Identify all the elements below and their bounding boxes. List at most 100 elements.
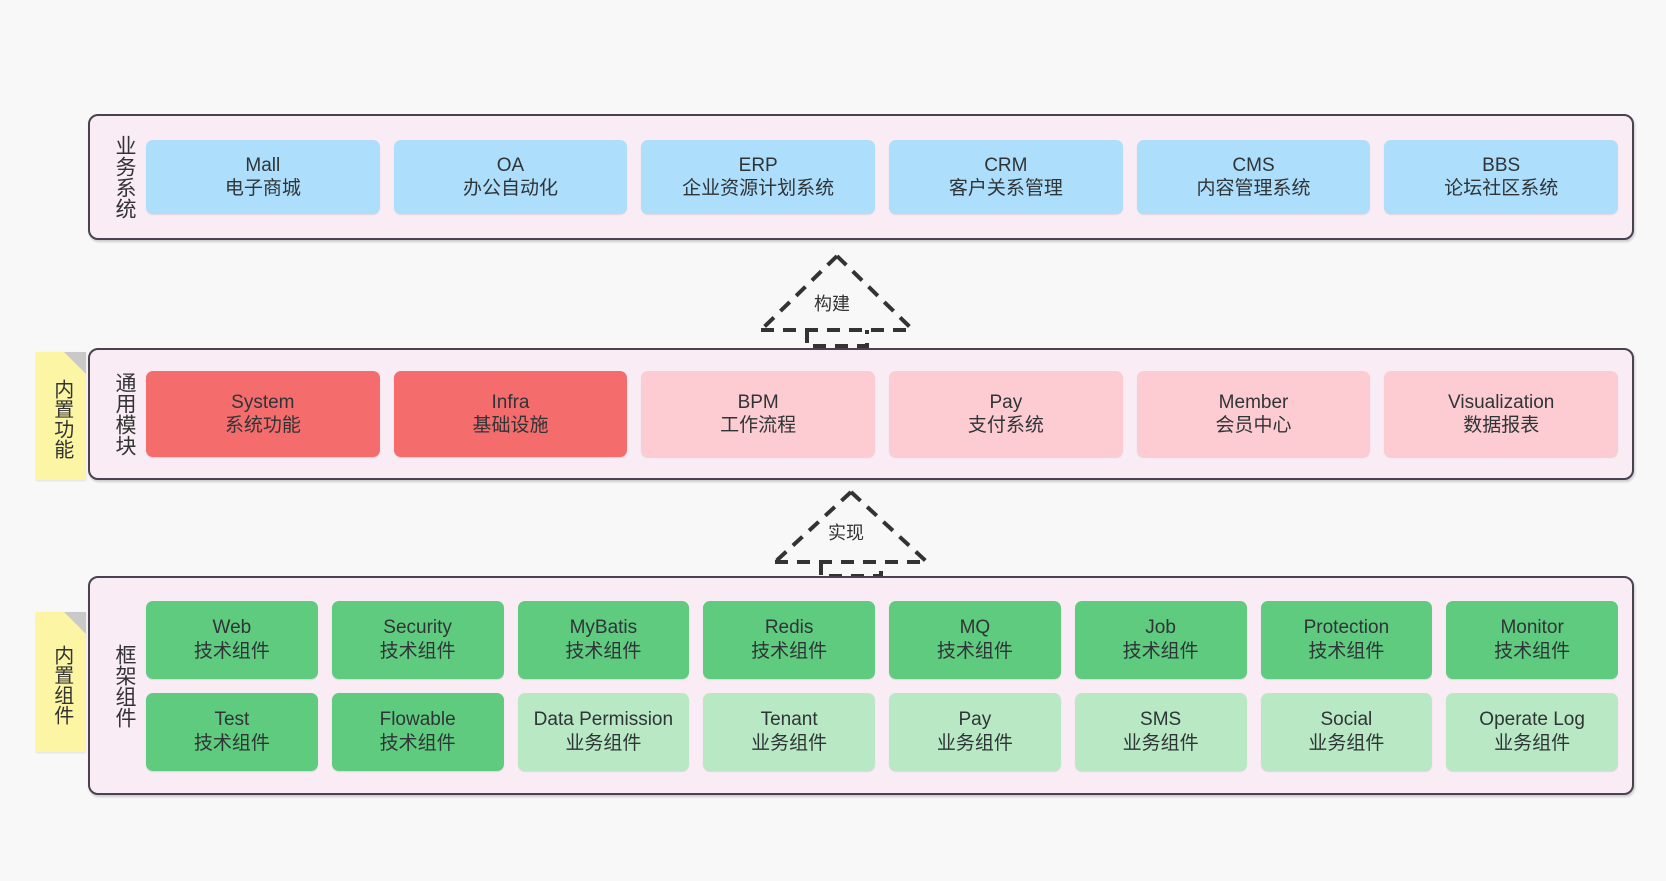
node-pay-component[interactable]: Pay 业务组件 xyxy=(889,692,1061,771)
layer-title-business-systems: 业务系统 xyxy=(113,135,136,219)
node-data-permission[interactable]: Data Permission 业务组件 xyxy=(517,692,690,771)
node-title: SMS xyxy=(1140,709,1182,731)
node-visualization[interactable]: Visualization 数据报表 xyxy=(1384,371,1619,457)
node-subtitle: 系统功能 xyxy=(224,415,301,436)
node-subtitle: 技术组件 xyxy=(1494,640,1571,662)
node-crm[interactable]: CRM 客户关系管理 xyxy=(889,140,1123,214)
node-title: BPM xyxy=(737,391,779,413)
node-row: System 系统功能 Infra 基础设施 BPM 工作流程 Pay 支付系统… xyxy=(146,371,1619,457)
node-row: Test 技术组件 Flowable 技术组件 Data Permission … xyxy=(146,692,1618,771)
node-subtitle: 支付系统 xyxy=(967,415,1044,436)
page-fold-icon xyxy=(64,612,86,634)
node-subtitle: 技术组件 xyxy=(193,732,270,754)
node-test[interactable]: Test 技术组件 xyxy=(146,692,318,771)
node-monitor[interactable]: Monitor 技术组件 xyxy=(1446,600,1618,679)
node-subtitle: 技术组件 xyxy=(565,640,642,662)
node-title: Security xyxy=(383,617,452,639)
sticky-note-label: 内置功能 xyxy=(50,379,73,459)
node-subtitle: 业务组件 xyxy=(1122,732,1199,754)
node-subtitle: 技术组件 xyxy=(193,640,270,662)
node-mall[interactable]: Mall 电子商城 xyxy=(146,140,380,214)
node-member[interactable]: Member 会员中心 xyxy=(1136,371,1371,457)
node-title: Operate Log xyxy=(1479,709,1585,731)
node-subtitle: 技术组件 xyxy=(1122,640,1199,662)
layer-business-systems[interactable]: 业务系统 Mall 电子商城 OA 办公自动化 ERP 企业资源计划系统 CRM… xyxy=(88,114,1634,240)
node-tenant[interactable]: Tenant 业务组件 xyxy=(703,692,875,771)
sticky-note-builtin-components[interactable]: 内置组件 xyxy=(36,612,86,752)
node-title: Data Permission xyxy=(533,709,674,731)
layer-framework-components[interactable]: 框架组件 Web 技术组件 Security 技术组件 MyBatis 技术组件… xyxy=(88,576,1634,795)
sticky-note-builtin-functions[interactable]: 内置功能 xyxy=(36,352,86,480)
node-title: Monitor xyxy=(1500,617,1564,639)
node-pay-module[interactable]: Pay 支付系统 xyxy=(889,371,1123,457)
node-erp[interactable]: ERP 企业资源计划系统 xyxy=(641,140,876,214)
node-title: Web xyxy=(212,617,252,639)
layer-body-common-modules: System 系统功能 Infra 基础设施 BPM 工作流程 Pay 支付系统… xyxy=(140,350,1632,478)
node-subtitle: 办公自动化 xyxy=(463,178,559,199)
node-subtitle: 业务组件 xyxy=(751,732,828,754)
node-subtitle: 基础设施 xyxy=(472,415,549,436)
node-title: Flowable xyxy=(379,709,456,731)
node-cms[interactable]: CMS 内容管理系统 xyxy=(1136,140,1371,214)
node-title: CRM xyxy=(984,154,1028,176)
node-subtitle: 业务组件 xyxy=(1308,732,1385,754)
node-title: Mall xyxy=(245,154,281,176)
node-oa[interactable]: OA 办公自动化 xyxy=(393,140,628,214)
node-infra[interactable]: Infra 基础设施 xyxy=(393,371,628,457)
node-operate-log[interactable]: Operate Log 业务组件 xyxy=(1446,692,1618,771)
node-subtitle: 技术组件 xyxy=(751,640,828,662)
node-subtitle: 技术组件 xyxy=(379,640,456,662)
node-web[interactable]: Web 技术组件 xyxy=(146,600,318,679)
node-title: Pay xyxy=(989,391,1023,413)
node-subtitle: 会员中心 xyxy=(1215,415,1292,436)
node-system[interactable]: System 系统功能 xyxy=(146,371,380,457)
node-flowable[interactable]: Flowable 技术组件 xyxy=(331,692,504,771)
node-title: Protection xyxy=(1303,617,1390,639)
node-title: Member xyxy=(1218,391,1289,413)
page-fold-icon xyxy=(64,352,86,374)
layer-title-framework-components: 框架组件 xyxy=(113,643,136,728)
node-title: Visualization xyxy=(1448,391,1555,413)
connector-implement-label: 实现 xyxy=(826,519,866,545)
node-title: Pay xyxy=(958,709,992,731)
node-title: CMS xyxy=(1232,154,1275,176)
node-mq[interactable]: MQ 技术组件 xyxy=(889,600,1061,679)
node-sms[interactable]: SMS 业务组件 xyxy=(1074,692,1247,771)
node-title: MQ xyxy=(959,617,991,639)
node-subtitle: 业务组件 xyxy=(936,732,1013,754)
node-title: Job xyxy=(1145,617,1176,639)
node-mybatis[interactable]: MyBatis 技术组件 xyxy=(517,600,690,679)
node-bpm[interactable]: BPM 工作流程 xyxy=(641,371,876,457)
node-title: Social xyxy=(1320,709,1373,731)
node-subtitle: 业务组件 xyxy=(565,732,642,754)
node-title: BBS xyxy=(1482,154,1521,176)
node-subtitle: 技术组件 xyxy=(1308,640,1385,662)
layer-common-modules[interactable]: 通用模块 System 系统功能 Infra 基础设施 BPM 工作流程 Pay… xyxy=(88,348,1634,480)
node-subtitle: 业务组件 xyxy=(1494,732,1571,754)
node-subtitle: 数据报表 xyxy=(1463,415,1540,436)
node-subtitle: 电子商城 xyxy=(224,178,301,199)
node-title: Infra xyxy=(491,391,530,413)
node-subtitle: 技术组件 xyxy=(379,732,456,754)
node-title: System xyxy=(231,391,295,413)
node-title: Test xyxy=(214,709,250,731)
node-subtitle: 企业资源计划系统 xyxy=(682,178,835,199)
node-security[interactable]: Security 技术组件 xyxy=(331,600,504,679)
layer-body-framework-components: Web 技术组件 Security 技术组件 MyBatis 技术组件 Redi… xyxy=(140,578,1632,793)
sticky-note-label: 内置组件 xyxy=(50,645,73,725)
node-bbs[interactable]: BBS 论坛社区系统 xyxy=(1384,140,1619,214)
node-subtitle: 工作流程 xyxy=(720,415,797,436)
node-title: Redis xyxy=(764,617,814,639)
node-subtitle: 内容管理系统 xyxy=(1196,178,1311,199)
node-protection[interactable]: Protection 技术组件 xyxy=(1260,600,1433,679)
node-redis[interactable]: Redis 技术组件 xyxy=(703,600,875,679)
node-job[interactable]: Job 技术组件 xyxy=(1074,600,1247,679)
node-social[interactable]: Social 业务组件 xyxy=(1260,692,1433,771)
node-subtitle: 论坛社区系统 xyxy=(1444,178,1559,199)
node-title: MyBatis xyxy=(569,617,638,639)
node-title: OA xyxy=(496,154,525,176)
layer-body-business-systems: Mall 电子商城 OA 办公自动化 ERP 企业资源计划系统 CRM 客户关系… xyxy=(140,116,1632,238)
node-title: Tenant xyxy=(760,709,818,731)
node-subtitle: 技术组件 xyxy=(936,640,1013,662)
